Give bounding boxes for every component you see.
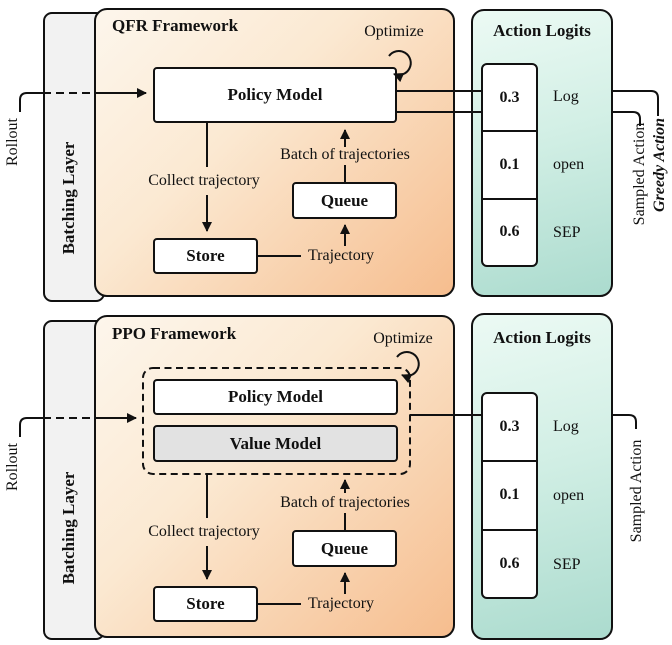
qfr-output-brackets [613, 90, 659, 126]
qfr-sampled-action-label: Sampled Action [631, 122, 648, 226]
qfr-framework-panel [94, 8, 455, 297]
qfr-policy-model-label: Policy Model [227, 85, 323, 104]
ppo-logit-value-sep: 0.6 [499, 554, 520, 572]
ppo-logit-value-open: 0.1 [483, 462, 536, 531]
ppo-policy-model-label: Policy Model [228, 387, 323, 406]
ppo-policy-model-box: Policy Model [153, 379, 398, 415]
qfr-greedy-action-label: Greedy Action [651, 117, 668, 213]
ppo-value-model-label: Value Model [229, 433, 322, 453]
ppo-queue-box: Queue [292, 530, 397, 567]
ppo-sampled-action-label: Sampled Action [628, 439, 645, 543]
qfr-store-label: Store [186, 246, 225, 265]
ppo-queue-label: Queue [320, 538, 369, 558]
qfr-rollout-label: Rollout [4, 117, 21, 167]
ppo-value-model-box: Value Model [153, 425, 398, 462]
qfr-logits-column: 0.3 0.1 0.6 [481, 63, 538, 267]
ppo-framework-panel [94, 315, 455, 638]
ppo-logit-value-log: 0.3 [483, 394, 536, 463]
qfr-logit-value-sep: 0.6 [499, 223, 520, 241]
ppo-store-box: Store [153, 586, 258, 622]
qfr-queue-label: Queue [320, 190, 369, 210]
qfr-logit-value-log: 0.3 [483, 65, 536, 133]
qfr-logit-value-open: 0.1 [483, 132, 536, 200]
ppo-logits-column: 0.3 0.1 0.6 [481, 392, 538, 599]
qfr-policy-model-box: Policy Model [153, 67, 397, 123]
qfr-store-box: Store [153, 238, 258, 274]
qfr-queue-box: Queue [292, 182, 397, 219]
ppo-rollout-label: Rollout [4, 442, 21, 492]
ppo-store-label: Store [186, 594, 225, 613]
ppo-output-bracket [613, 414, 637, 429]
